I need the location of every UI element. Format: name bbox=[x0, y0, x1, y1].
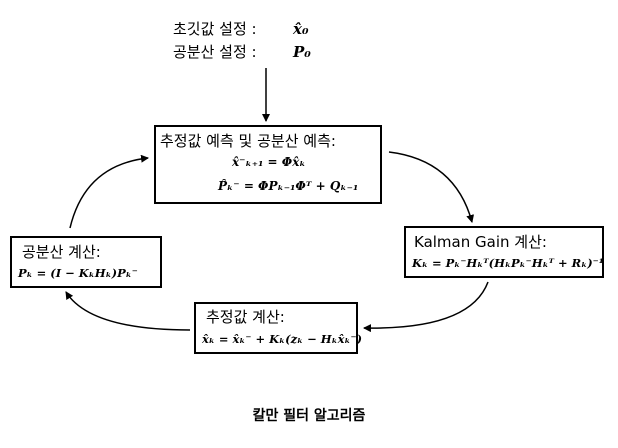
covariance-prediction-equation: P̂ₖ⁻ = ΦPₖ₋₁Φᵀ + Qₖ₋₁ bbox=[218, 179, 359, 193]
covariance-update-title: 공분산 계산: bbox=[22, 243, 101, 261]
gain-to-update-arrow bbox=[363, 281, 489, 333]
kalman-gain-equation: Kₖ = Pₖ⁻Hₖᵀ(HₖPₖ⁻Hₖᵀ + Rₖ)⁻¹ bbox=[412, 256, 604, 270]
kalman-gain-box: Kalman Gain 계산: Kₖ = Pₖ⁻Hₖᵀ(HₖPₖ⁻Hₖᵀ + R… bbox=[404, 226, 604, 278]
initial-value-label: 초깃값 설정 : bbox=[173, 20, 257, 38]
estimate-update-box: 추정값 계산: x̂ₖ = x̂ₖ⁻ + Kₖ(zₖ − Hₖx̂ₖ⁻) bbox=[194, 302, 362, 354]
predict-to-gain-arrow bbox=[388, 151, 475, 223]
predict-box: 추정값 예측 및 공분산 예측: x̂⁻ₖ₊₁ = Φx̂ₖ P̂ₖ⁻ = ΦP… bbox=[154, 125, 382, 204]
state-prediction-equation: x̂⁻ₖ₊₁ = Φx̂ₖ bbox=[232, 155, 306, 169]
initial-value-symbol: x̂₀ bbox=[293, 20, 309, 38]
initial-covariance-label: 공분산 설정 : bbox=[173, 43, 257, 61]
covariance-update-equation: Pₖ = (I − KₖHₖ)Pₖ⁻ bbox=[18, 266, 138, 280]
figure-caption: 칼만 필터 알고리즘 bbox=[252, 408, 366, 424]
initial-value-row: 초깃값 설정 : x̂₀ bbox=[173, 18, 311, 41]
estimate-update-title: 추정값 계산: bbox=[206, 308, 285, 326]
estimate-update-equation: x̂ₖ = x̂ₖ⁻ + Kₖ(zₖ − Hₖx̂ₖ⁻) bbox=[202, 332, 363, 346]
initialization-block: 초깃값 설정 : x̂₀ 공분산 설정 : P₀ bbox=[173, 18, 311, 64]
covariance-update-box: 공분산 계산: Pₖ = (I − KₖHₖ)Pₖ⁻ bbox=[10, 236, 162, 288]
kalman-gain-title: Kalman Gain 계산: bbox=[414, 233, 547, 251]
initial-covariance-row: 공분산 설정 : P₀ bbox=[173, 41, 311, 64]
initial-covariance-symbol: P₀ bbox=[293, 43, 311, 61]
update-to-covariance-arrow bbox=[65, 291, 191, 331]
predict-title: 추정값 예측 및 공분산 예측: bbox=[160, 132, 336, 150]
covariance-to-predict-arrow bbox=[69, 154, 149, 229]
